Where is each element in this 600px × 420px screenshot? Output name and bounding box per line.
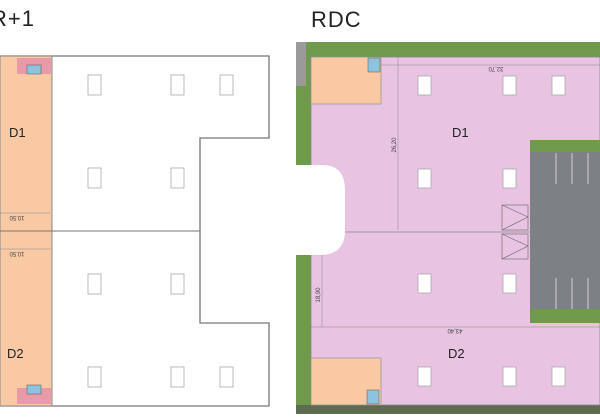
rdc-dimension-d1-depth: 26,20 bbox=[392, 137, 398, 153]
r1-dimension-d1: 10.50 bbox=[9, 214, 25, 220]
skylight bbox=[551, 366, 566, 387]
skylight bbox=[170, 167, 185, 189]
r1-dimension-d2: 10.50 bbox=[9, 250, 25, 256]
skylight bbox=[170, 366, 185, 388]
skylight bbox=[502, 366, 517, 387]
skylight bbox=[87, 74, 102, 96]
skylight bbox=[87, 273, 102, 295]
skylight bbox=[170, 74, 185, 96]
skylight bbox=[502, 75, 517, 96]
r1-restroom-bottom bbox=[26, 384, 42, 395]
skylight bbox=[417, 75, 432, 96]
r1-unit-label-d1: D1 bbox=[9, 125, 26, 140]
rdc-skylights bbox=[417, 75, 566, 387]
loading-docks bbox=[501, 204, 529, 260]
skylight bbox=[417, 168, 432, 189]
skylight bbox=[219, 366, 234, 388]
plan-r1: 10.50 10.50 D1 D2 bbox=[0, 55, 270, 407]
rdc-restroom-top bbox=[367, 57, 381, 73]
rdc-unit-label-d1: D1 bbox=[452, 125, 469, 140]
r1-restroom-top bbox=[26, 64, 42, 75]
skylight bbox=[502, 273, 517, 294]
skylight bbox=[551, 75, 566, 96]
plan-title-r1: R+1 bbox=[0, 6, 35, 31]
skylight bbox=[170, 273, 185, 295]
rdc-dimension-top: 32,70 bbox=[488, 65, 504, 71]
skylight bbox=[502, 168, 517, 189]
plan-rdc: 32,70 26,20 18,90 43,40 D1 D2 bbox=[290, 42, 600, 414]
r1-skylights bbox=[87, 74, 234, 388]
skylight bbox=[417, 273, 432, 294]
skylight bbox=[417, 366, 432, 387]
white-overlay-shape bbox=[290, 165, 345, 255]
r1-unit-label-d2: D2 bbox=[7, 346, 24, 361]
rdc-road-bottom bbox=[296, 405, 600, 414]
parking-lines bbox=[555, 153, 589, 309]
rdc-dimension-bottom: 43,40 bbox=[447, 327, 463, 333]
rdc-parking-lot bbox=[530, 152, 600, 309]
plan-title-rdc: RDC bbox=[311, 7, 362, 32]
rdc-road-left bbox=[296, 42, 306, 86]
rdc-dimension-d2-depth: 18,90 bbox=[316, 287, 322, 303]
rdc-unit-label-d2: D2 bbox=[448, 346, 465, 361]
skylight bbox=[219, 74, 234, 96]
r1-stair-bottom bbox=[17, 388, 51, 404]
rdc-restroom-bottom bbox=[366, 389, 380, 405]
skylight bbox=[87, 167, 102, 189]
skylight bbox=[87, 366, 102, 388]
